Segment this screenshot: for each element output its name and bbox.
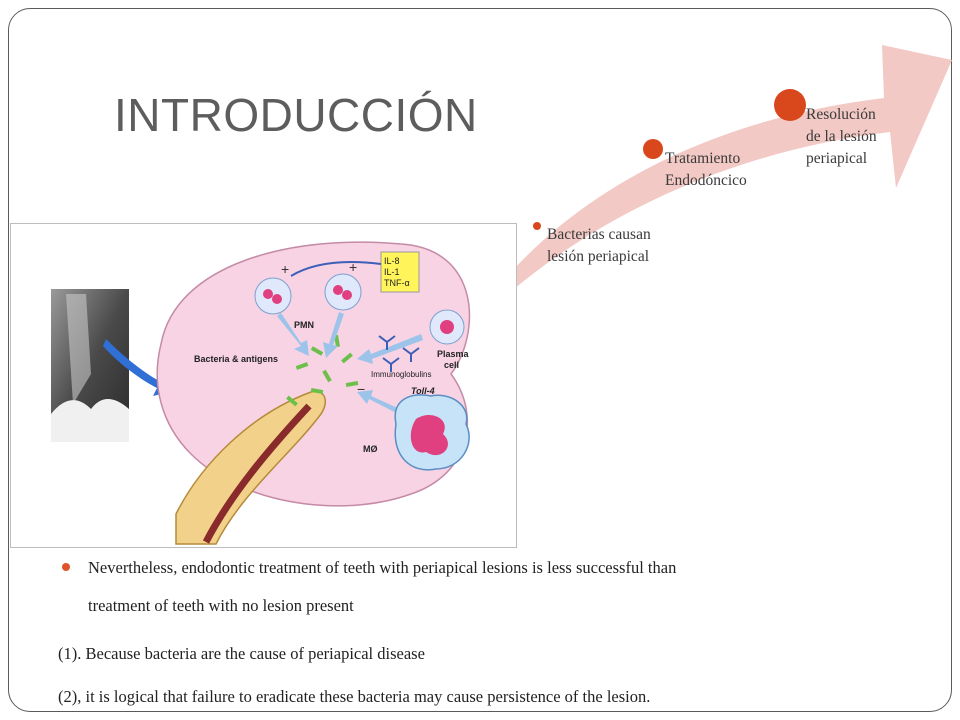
periapical-lesion-figure: PMN + + IL-8 IL-1 TNF-α Bacteria & antig… bbox=[10, 223, 517, 548]
root-canal bbox=[202, 403, 312, 544]
timeline-dot-1 bbox=[533, 222, 541, 230]
timeline-dot-3 bbox=[774, 89, 806, 121]
bullet-text-line-2: treatment of teeth with no lesion presen… bbox=[88, 596, 354, 615]
timeline-step-2-label: Tratamiento Endodóncico bbox=[665, 150, 747, 189]
body-text-line-4: (2), it is logical that failure to eradi… bbox=[58, 687, 651, 706]
timeline-dot-2 bbox=[643, 139, 663, 159]
pmn-label: PMN bbox=[294, 320, 314, 330]
cytokine-box bbox=[380, 251, 420, 293]
cytokine-arrow bbox=[290, 261, 382, 277]
cytokine-il8: IL-8 bbox=[384, 256, 400, 266]
body-text-line-3: (1). Because bacteria are the cause of p… bbox=[58, 644, 425, 663]
bullet-text-line-1: Nevertheless, endodontic treatment of te… bbox=[88, 558, 677, 577]
immunoglobulin-marks bbox=[378, 335, 420, 372]
plasma-cell-label-2: cell bbox=[444, 360, 459, 370]
timeline-step-1-label: Bacterias causan lesión periapical bbox=[547, 226, 651, 265]
bacteria-label: Bacteria & antigens bbox=[194, 354, 278, 364]
cytokine-il1: IL-1 bbox=[384, 267, 400, 277]
cytokine-tnf: TNF-α bbox=[384, 278, 410, 288]
plus-sign-1: + bbox=[281, 261, 289, 277]
slide-title: INTRODUCCIÓN bbox=[114, 89, 478, 141]
immunoglobulins-label: Immunoglobulins bbox=[371, 370, 431, 379]
lesion-illustration: PMN + + IL-8 IL-1 TNF-α Bacteria & antig… bbox=[51, 241, 471, 545]
timeline-step-3-label: Resolución de la lesión periapical bbox=[806, 106, 877, 167]
bullet-marker bbox=[62, 563, 70, 571]
xray-crowns bbox=[51, 399, 129, 442]
plasma-cell-label-1: Plasma bbox=[437, 349, 470, 359]
toll-label: Toll-4 bbox=[411, 386, 435, 396]
macrophage-label: MØ bbox=[363, 444, 378, 454]
plus-sign-2: + bbox=[349, 259, 357, 275]
timeline-arrow-shape bbox=[482, 45, 952, 308]
xray-root bbox=[66, 294, 91, 404]
minus-sign: − bbox=[357, 381, 365, 397]
